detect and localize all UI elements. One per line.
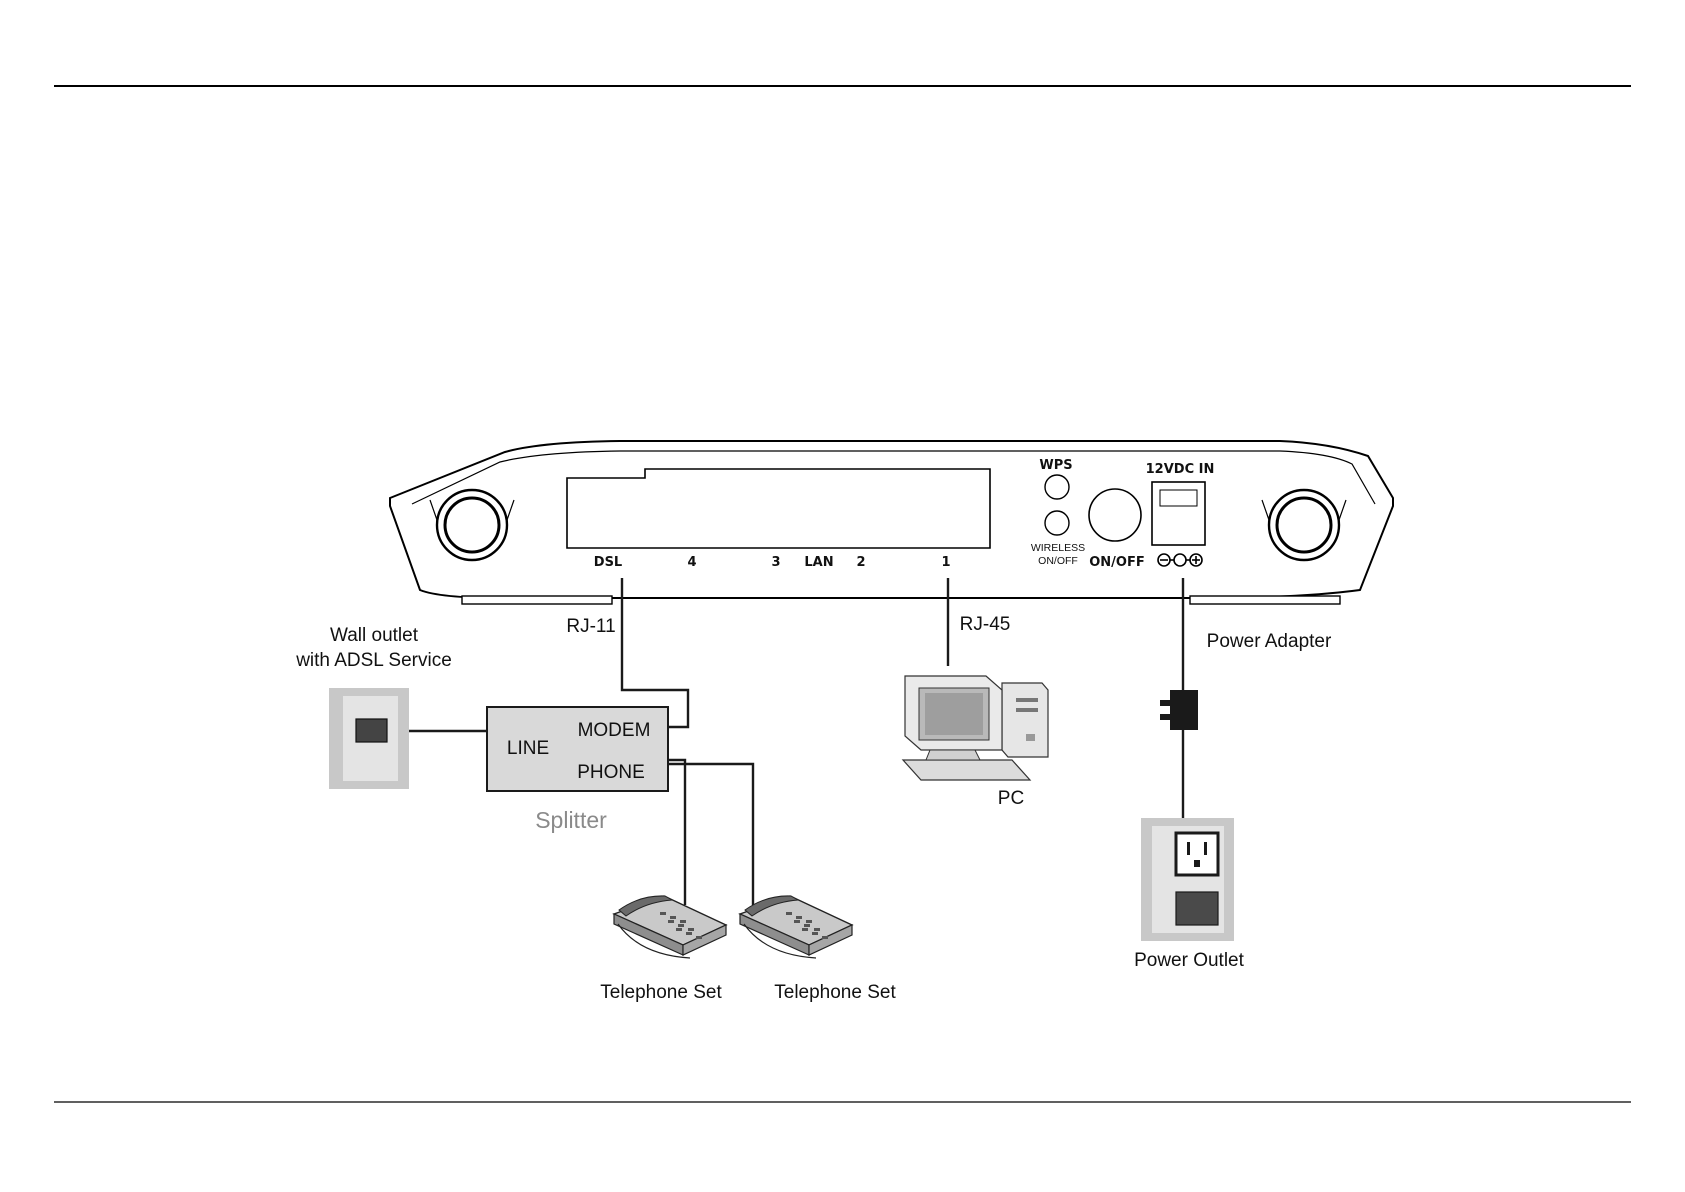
- wps-label: WPS: [1039, 458, 1072, 473]
- port-label-lan3: 3: [771, 555, 780, 570]
- splitter-line-label: LINE: [507, 738, 549, 759]
- splitter-label: Splitter: [535, 807, 607, 833]
- pc-icon: PC: [903, 676, 1048, 809]
- telephone-label-1: Telephone Set: [600, 982, 722, 1003]
- power-outlet-label: Power Outlet: [1134, 950, 1245, 971]
- rj11-label: RJ-11: [566, 616, 615, 637]
- router-back-panel: DSL 4 3 LAN 2 1 WPS WIRELESS ON/OFF ON/O…: [390, 441, 1393, 604]
- pc-label: PC: [998, 788, 1024, 809]
- port-label-dsl: DSL: [594, 555, 622, 570]
- wireless-label-line2: ON/OFF: [1038, 555, 1078, 567]
- port-block: [567, 469, 990, 548]
- power-adapter-label: Power Adapter: [1207, 631, 1332, 652]
- power-switch: [1089, 489, 1141, 541]
- wireless-onoff-button: [1045, 511, 1069, 535]
- port-label-lan1: 1: [941, 555, 950, 570]
- outlet-socket: [1176, 833, 1218, 875]
- wireless-label-line1: WIRELESS: [1031, 542, 1085, 554]
- wps-button: [1045, 475, 1069, 499]
- telephone-icon-2: Telephone Set: [740, 896, 896, 1003]
- power-in-label: 12VDC IN: [1146, 462, 1215, 477]
- phone-cable-2: [668, 764, 753, 905]
- splitter: LINE MODEM PHONE Splitter: [487, 707, 668, 833]
- wall-outlet-label-line2: with ADSL Service: [295, 650, 452, 671]
- rj11-cable: [622, 578, 688, 727]
- port-label-lan: LAN: [804, 555, 833, 570]
- outlet-switch: [1176, 892, 1218, 925]
- onoff-label: ON/OFF: [1089, 555, 1145, 570]
- power-outlet: Power Outlet: [1134, 818, 1245, 971]
- phone-cable-1: [668, 760, 685, 905]
- wall-outlet-label-line1: Wall outlet: [330, 625, 419, 646]
- adsl-jack: [356, 719, 387, 742]
- port-label-lan2: 2: [856, 555, 865, 570]
- telephone-label-2: Telephone Set: [774, 982, 896, 1003]
- telephone-icon-1: Telephone Set: [600, 896, 726, 1003]
- power-adapter: [1160, 690, 1198, 730]
- splitter-phone-label: PHONE: [577, 762, 645, 783]
- port-label-lan4: 4: [687, 555, 696, 570]
- splitter-modem-label: MODEM: [578, 720, 651, 741]
- wall-outlet: Wall outlet with ADSL Service: [295, 625, 452, 789]
- rj45-label: RJ-45: [960, 614, 1011, 635]
